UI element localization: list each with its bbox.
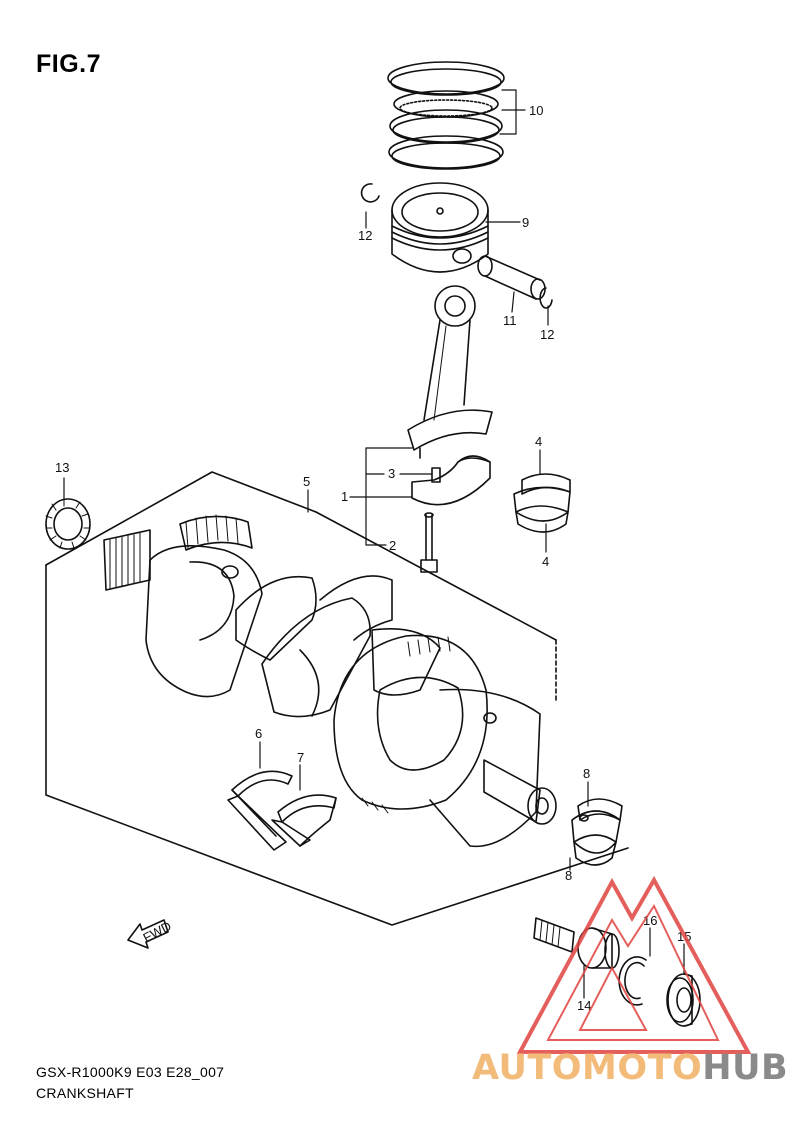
circlip-16-drawing [618,956,647,1006]
callout-14: 14 [577,998,591,1013]
piston-rings-drawing [387,61,505,170]
callout-10: 10 [529,103,543,118]
callout-9: 9 [522,215,529,230]
piston-drawing [391,182,489,273]
piston-pin-drawing [477,255,546,300]
oil-seal-drawing [666,973,701,1027]
callout-8-lower: 8 [565,868,572,883]
crankshaft-box-outline [45,471,629,926]
callout-6: 6 [255,726,262,741]
crank-bolt-drawing [533,917,620,969]
watermark-text: AUTOMOTOHUB [472,1048,788,1088]
rod-cap-drawing [411,455,491,573]
callout-3: 3 [388,466,395,481]
callout-12-upper: 12 [358,228,372,243]
circlip-drawing [360,183,553,309]
fwd-arrow-icon [127,919,169,949]
thrust-bearing-drawing [227,770,337,851]
crankshaft-drawing [103,514,557,848]
callout-4-upper: 4 [535,434,542,449]
callout-7: 7 [297,750,304,765]
callout-4-lower: 4 [542,554,549,569]
figure-title: FIG.7 [36,50,102,78]
main-bearing-drawing [571,798,623,866]
watermark-text-part-b: HUB [702,1048,789,1088]
fwd-label: FWD [141,918,174,945]
callout-1: 1 [341,489,348,504]
connecting-rod-drawing [407,285,493,459]
conrod-bearing-drawing [513,473,571,533]
callout-8-upper: 8 [583,766,590,781]
callout-5: 5 [303,474,310,489]
callout-2: 2 [389,538,396,553]
model-code: GSX-R1000K9 E03 E28_007 [36,1064,225,1080]
callout-12-lower: 12 [540,327,554,342]
watermark-logo [516,875,752,1054]
callout-11: 11 [503,313,517,328]
callout-13: 13 [55,460,69,475]
leader-lines [63,89,685,999]
balancer-gear-drawing [45,498,91,550]
watermark-text-part-a: AUTOMOTO [472,1048,703,1088]
section-name: CRANKSHAFT [36,1085,134,1101]
